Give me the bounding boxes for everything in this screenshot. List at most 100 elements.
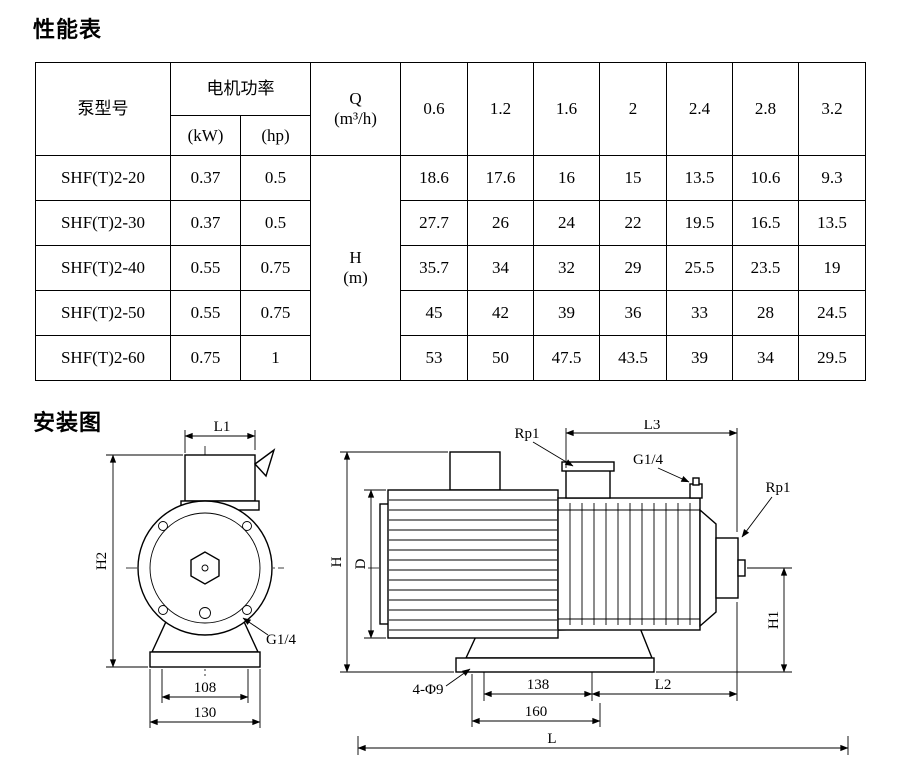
cell-head: 43.5 bbox=[599, 335, 667, 381]
cell-head: 27.7 bbox=[400, 200, 468, 246]
label-rp1-right: Rp1 bbox=[765, 480, 790, 496]
header-flow-value: 2.4 bbox=[666, 62, 733, 156]
cell-head: 53 bbox=[400, 335, 468, 381]
performance-table: 泵型号 电机功率 Q (m³/h) 0.6 1.2 1.6 2 2.4 2.8 … bbox=[35, 62, 866, 381]
side-base-plate bbox=[455, 657, 655, 673]
dim-130-label: 130 bbox=[194, 705, 217, 721]
side-view-drawing: H D L3 Rp1 G1/4 Rp1 H1 bbox=[329, 420, 849, 755]
cell-head: 19.5 bbox=[666, 200, 733, 246]
pump-barrel bbox=[557, 497, 701, 631]
cell-hp: 0.75 bbox=[240, 290, 311, 336]
h-unit: (m) bbox=[343, 268, 368, 287]
cell-model: SHF(T)2-50 bbox=[35, 290, 171, 336]
label-rp1-top: Rp1 bbox=[514, 426, 539, 442]
pump-stages bbox=[558, 503, 700, 625]
bolt bbox=[158, 605, 168, 615]
cell-head: 42 bbox=[467, 290, 534, 336]
front-casing-outer bbox=[137, 500, 273, 636]
terminal-box bbox=[449, 451, 501, 491]
dim-138-label: 138 bbox=[527, 677, 550, 693]
inlet-port bbox=[565, 469, 611, 499]
installation-diagram-title: 安装图 bbox=[33, 410, 103, 435]
label-g14-front: G1/4 bbox=[266, 632, 297, 648]
cell-head: 39 bbox=[666, 335, 733, 381]
front-view-drawing: L1 H2 108 130 G1/4 bbox=[94, 420, 297, 728]
cell-model: SHF(T)2-40 bbox=[35, 245, 171, 291]
cell-head: 47.5 bbox=[533, 335, 600, 381]
shaft-hex bbox=[190, 551, 220, 585]
header-flow-q: Q (m³/h) bbox=[310, 62, 401, 156]
cell-head: 34 bbox=[732, 335, 799, 381]
cell-head: 16 bbox=[533, 155, 600, 201]
table-row: SHF(T)2-40 0.55 0.75 35.7 34 32 29 25.5 … bbox=[35, 245, 866, 291]
cell-head: 16.5 bbox=[732, 200, 799, 246]
cell-head: 19 bbox=[798, 245, 866, 291]
label-mounting-holes: 4-Φ9 bbox=[413, 682, 444, 698]
cell-head: 50 bbox=[467, 335, 534, 381]
header-pump-model: 泵型号 bbox=[35, 62, 171, 156]
cell-hp: 0.5 bbox=[240, 155, 311, 201]
dim-108-label: 108 bbox=[194, 680, 217, 696]
q-unit: (m³/h) bbox=[334, 109, 377, 128]
header-flow-value: 1.6 bbox=[533, 62, 600, 156]
cell-kw: 0.55 bbox=[170, 290, 241, 336]
header-hp-unit: (hp) bbox=[240, 115, 311, 156]
cell-kw: 0.37 bbox=[170, 155, 241, 201]
installation-diagram: L1 H2 108 130 G1/4 bbox=[94, 420, 849, 755]
table-row: SHF(T)2-60 0.75 1 53 50 47.5 43.5 39 34 … bbox=[35, 335, 866, 381]
header-kw-unit: (kW) bbox=[170, 115, 241, 156]
dim-h2-label: H2 bbox=[94, 552, 110, 570]
header-flow-value: 0.6 bbox=[400, 62, 468, 156]
cell-head: 36 bbox=[599, 290, 667, 336]
cell-head: 23.5 bbox=[732, 245, 799, 291]
g14-plug bbox=[689, 483, 703, 499]
cell-head: 32 bbox=[533, 245, 600, 291]
cell-head: 17.6 bbox=[467, 155, 534, 201]
cell-head: 22 bbox=[599, 200, 667, 246]
cell-hp: 0.5 bbox=[240, 200, 311, 246]
dim-h1-label: H1 bbox=[766, 611, 782, 629]
cell-head: 29.5 bbox=[798, 335, 866, 381]
cell-head: 10.6 bbox=[732, 155, 799, 201]
dim-d-label: D bbox=[353, 558, 369, 569]
cell-kw: 0.37 bbox=[170, 200, 241, 246]
header-flow-value: 3.2 bbox=[798, 62, 866, 156]
cell-head: 29 bbox=[599, 245, 667, 291]
cell-head: 13.5 bbox=[798, 200, 866, 246]
table-row: SHF(T)2-20 0.37 0.5 H (m) 18.6 17.6 16 1… bbox=[35, 155, 866, 381]
cell-head: 26 bbox=[467, 200, 534, 246]
cell-head: 9.3 bbox=[798, 155, 866, 201]
cell-head: 18.6 bbox=[400, 155, 468, 201]
drain-plug bbox=[199, 607, 211, 619]
table-row: SHF(T)2-30 0.37 0.5 27.7 26 24 22 19.5 1… bbox=[35, 200, 866, 246]
header-flow-value: 2.8 bbox=[732, 62, 799, 156]
cell-head: 13.5 bbox=[666, 155, 733, 201]
dim-l1-label: L1 bbox=[214, 420, 231, 435]
cell-model: SHF(T)2-30 bbox=[35, 200, 171, 246]
header-flow-value: 2 bbox=[599, 62, 667, 156]
q-label: Q bbox=[349, 89, 362, 108]
inlet-flange bbox=[561, 461, 615, 472]
discharge-cone bbox=[699, 508, 717, 628]
cell-head: 39 bbox=[533, 290, 600, 336]
cell-head: 15 bbox=[599, 155, 667, 201]
shaft-center bbox=[201, 564, 209, 572]
discharge-port bbox=[715, 537, 739, 599]
bolt bbox=[242, 605, 252, 615]
bolt bbox=[242, 521, 252, 531]
performance-table-title: 性能表 bbox=[33, 17, 103, 42]
label-g14-side: G1/4 bbox=[633, 452, 664, 468]
cell-head: 24.5 bbox=[798, 290, 866, 336]
dim-l-label: L bbox=[547, 731, 556, 747]
cell-head: 45 bbox=[400, 290, 468, 336]
front-port-spout bbox=[253, 448, 276, 478]
cell-hp: 1 bbox=[240, 335, 311, 381]
motor-body bbox=[387, 489, 559, 639]
cell-model: SHF(T)2-20 bbox=[35, 155, 171, 201]
dim-h-label: H bbox=[329, 556, 345, 567]
table-row: SHF(T)2-50 0.55 0.75 45 42 39 36 33 28 2… bbox=[35, 290, 866, 336]
cell-head: 24 bbox=[533, 200, 600, 246]
g14-plug-cap bbox=[692, 477, 700, 486]
discharge-nipple bbox=[737, 559, 746, 577]
